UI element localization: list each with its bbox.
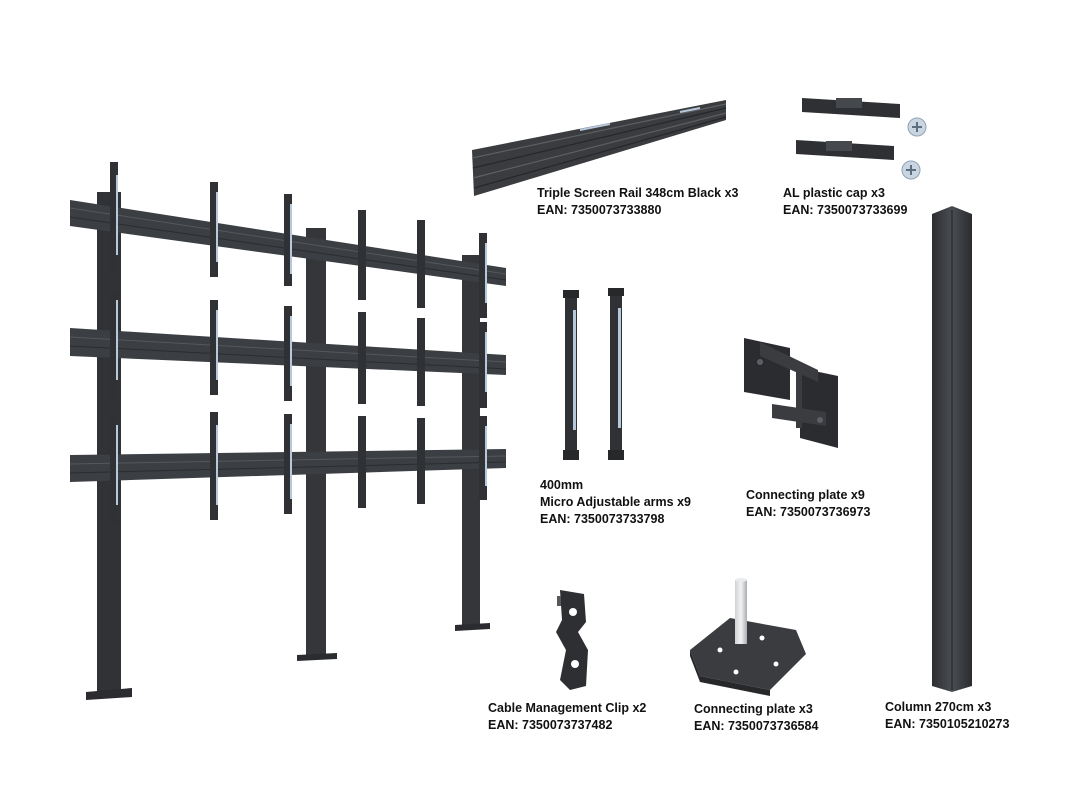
label-adjustable-arms: 400mm Micro Adjustable arms x9 EAN: 7350… [540,477,691,528]
part-name: Connecting plate x3 [694,702,813,716]
part-ean: EAN: 7350105210273 [885,717,1010,731]
part-ean: EAN: 7350073737482 [488,718,613,732]
wall-arm-highlights [116,175,487,505]
part-ean: EAN: 7350073736584 [694,719,819,733]
assembled-wall-mount [69,162,507,700]
post-right [462,255,480,627]
label-cable-clip: Cable Management Clip x2 EAN: 7350073737… [488,700,646,734]
part-name: AL plastic cap x3 [783,186,885,200]
plastic-caps-image [796,98,927,180]
part-name: Triple Screen Rail 348cm Black x3 [537,186,739,200]
connecting-plate-bracket-image [744,338,838,448]
label-connecting-plate-x3: Connecting plate x3 EAN: 7350073736584 [694,701,818,735]
part-name: Cable Management Clip x2 [488,701,647,715]
base-right [455,623,490,631]
floor-plate-image [690,578,806,696]
part-size: 400mm [540,478,584,492]
label-plastic-cap: AL plastic cap x3 EAN: 7350073733699 [783,185,907,219]
base-mid [297,653,337,661]
label-triple-screen-rail: Triple Screen Rail 348cm Black x3 EAN: 7… [537,185,739,219]
cable-clip-image [556,590,588,690]
part-ean: EAN: 7350073733880 [537,203,662,217]
post-mid [306,228,326,656]
part-name: Connecting plate x9 [746,488,865,502]
part-name: Micro Adjustable arms x9 [540,495,691,509]
wall-arms [110,162,487,525]
column-image [932,206,972,692]
base-left [86,688,132,700]
triple-screen-rail-image [471,100,727,196]
part-ean: EAN: 7350073733798 [540,512,665,526]
adjustable-arms-image [563,288,624,460]
label-column: Column 270cm x3 EAN: 7350105210273 [885,699,1009,733]
part-ean: EAN: 7350073736973 [746,505,871,519]
label-connecting-plate-x9: Connecting plate x9 EAN: 7350073736973 [746,487,870,521]
part-ean: EAN: 7350073733699 [783,203,908,217]
part-name: Column 270cm x3 [885,700,992,714]
